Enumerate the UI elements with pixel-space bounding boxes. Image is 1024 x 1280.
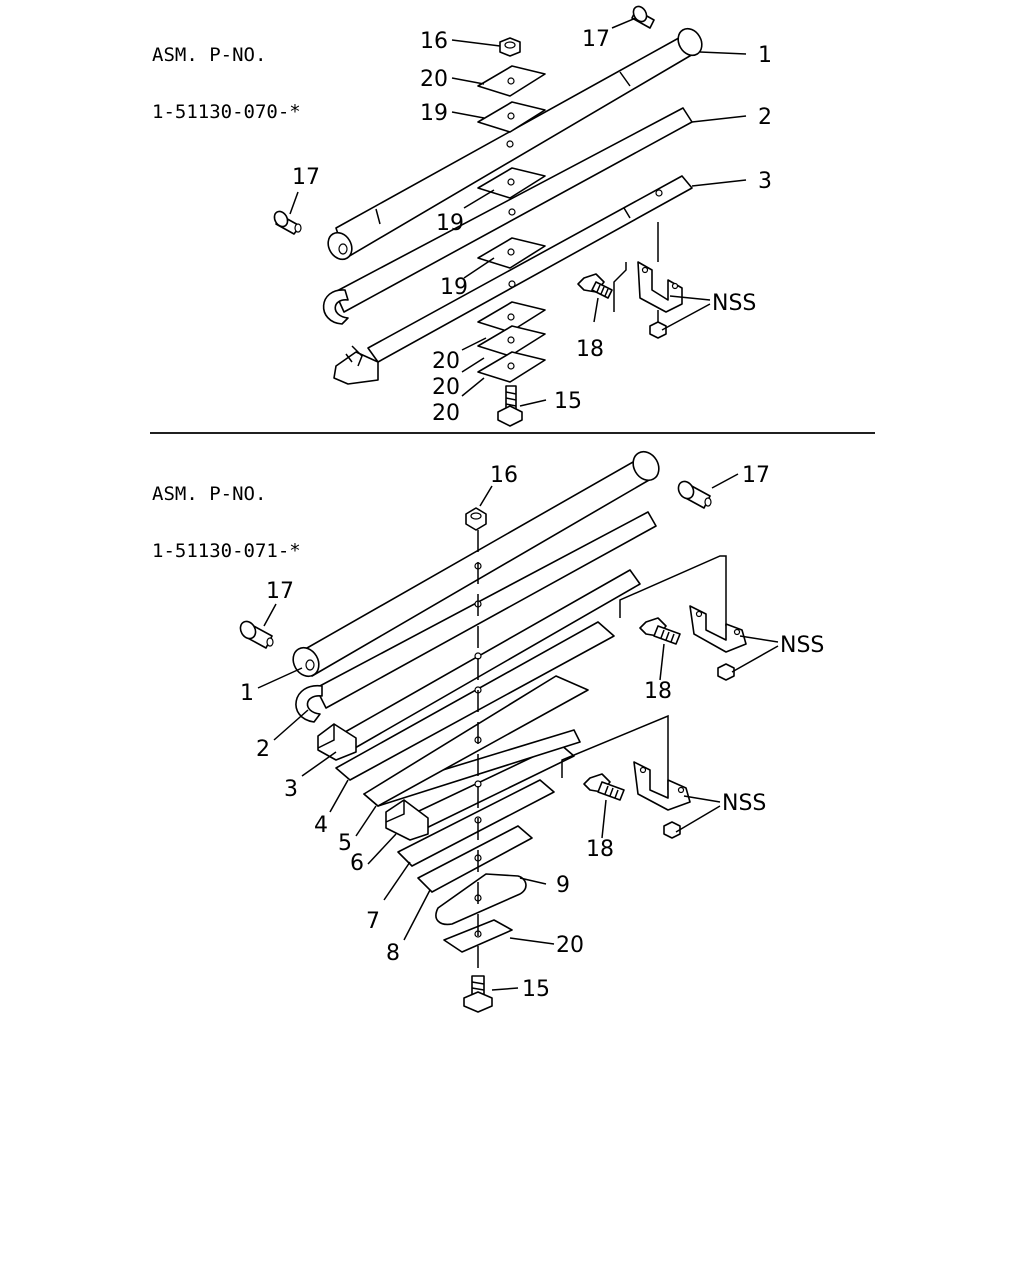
callout-8: 8 [386, 941, 400, 966]
top-assembly [273, 5, 747, 427]
bottom-leaf-7 [397, 779, 555, 867]
callout-1: 1 [758, 43, 772, 68]
top-nut-16 [499, 37, 521, 57]
bottom-bushing-17-left [239, 620, 274, 649]
callout-7: 7 [366, 909, 380, 934]
top-assembly-label: ASM. P-NO. 1-51130-070-* [152, 8, 301, 141]
callout-19: 19 [420, 101, 448, 126]
bottom-nut-16 [465, 507, 487, 531]
callout-20: 20 [432, 349, 460, 374]
callout-3: 3 [758, 169, 772, 194]
top-bolt-18 [577, 273, 613, 299]
callout-9: 9 [556, 873, 570, 898]
callout-16: 16 [490, 463, 518, 488]
callout-15: 15 [522, 977, 550, 1002]
callout-6: 6 [350, 851, 364, 876]
callout-19: 19 [440, 275, 468, 300]
bottom-leaf-5 [363, 675, 589, 807]
top-part-number: 1-51130-070-* [152, 101, 301, 123]
bottom-bushing-17-right [677, 480, 712, 509]
bottom-part-number: 1-51130-071-* [152, 540, 301, 562]
bottom-leader-lines [257, 473, 779, 991]
callout-nss: NSS [712, 291, 756, 316]
bottom-leaf-2 [295, 511, 657, 723]
callout-17: 17 [266, 579, 294, 604]
bottom-leaf-1 [292, 450, 660, 678]
top-bushing-17-left [273, 210, 302, 235]
callout-19: 19 [436, 211, 464, 236]
callout-nss: NSS [780, 633, 824, 658]
callout-18: 18 [644, 679, 672, 704]
top-asm-heading: ASM. P-NO. [152, 44, 267, 66]
top-bushing-17-right [631, 5, 655, 29]
callout-17: 17 [742, 463, 770, 488]
top-bracket-nss [613, 222, 683, 339]
callout-18: 18 [586, 837, 614, 862]
callout-3: 3 [284, 777, 298, 802]
callout-20: 20 [432, 401, 460, 426]
top-leaf-1 [327, 27, 703, 261]
callout-16: 16 [420, 29, 448, 54]
top-leader-lines [289, 17, 747, 407]
top-bolt-15 [497, 385, 523, 427]
callout-20: 20 [420, 67, 448, 92]
bottom-callouts: 16 17 17 1 2 3 4 5 6 7 8 9 20 15 18 18 N… [240, 463, 824, 1002]
top-callouts: 16 17 1 20 19 2 17 3 19 19 18 NSS 20 20 … [292, 27, 772, 426]
callout-17: 17 [582, 27, 610, 52]
bottom-leaf-6 [385, 743, 575, 841]
bottom-leaf-3 [317, 569, 641, 761]
callout-5: 5 [338, 831, 352, 856]
bottom-assembly [239, 450, 779, 1013]
callout-20: 20 [556, 933, 584, 958]
bottom-asm-heading: ASM. P-NO. [152, 483, 267, 505]
top-leaf-3 [333, 175, 693, 385]
callout-17: 17 [292, 165, 320, 190]
callout-15: 15 [554, 389, 582, 414]
bottom-bracket-lower [561, 714, 691, 839]
bottom-assembly-label: ASM. P-NO. 1-51130-071-* [152, 447, 301, 580]
callout-4: 4 [314, 813, 328, 838]
callout-2: 2 [758, 105, 772, 130]
bottom-bracket-upper [619, 555, 747, 681]
callout-2: 2 [256, 737, 270, 762]
bottom-bolt-15 [463, 975, 493, 1013]
callout-1: 1 [240, 681, 254, 706]
callout-nss: NSS [722, 791, 766, 816]
top-plates [477, 65, 546, 383]
callout-18: 18 [576, 337, 604, 362]
callout-20: 20 [432, 375, 460, 400]
